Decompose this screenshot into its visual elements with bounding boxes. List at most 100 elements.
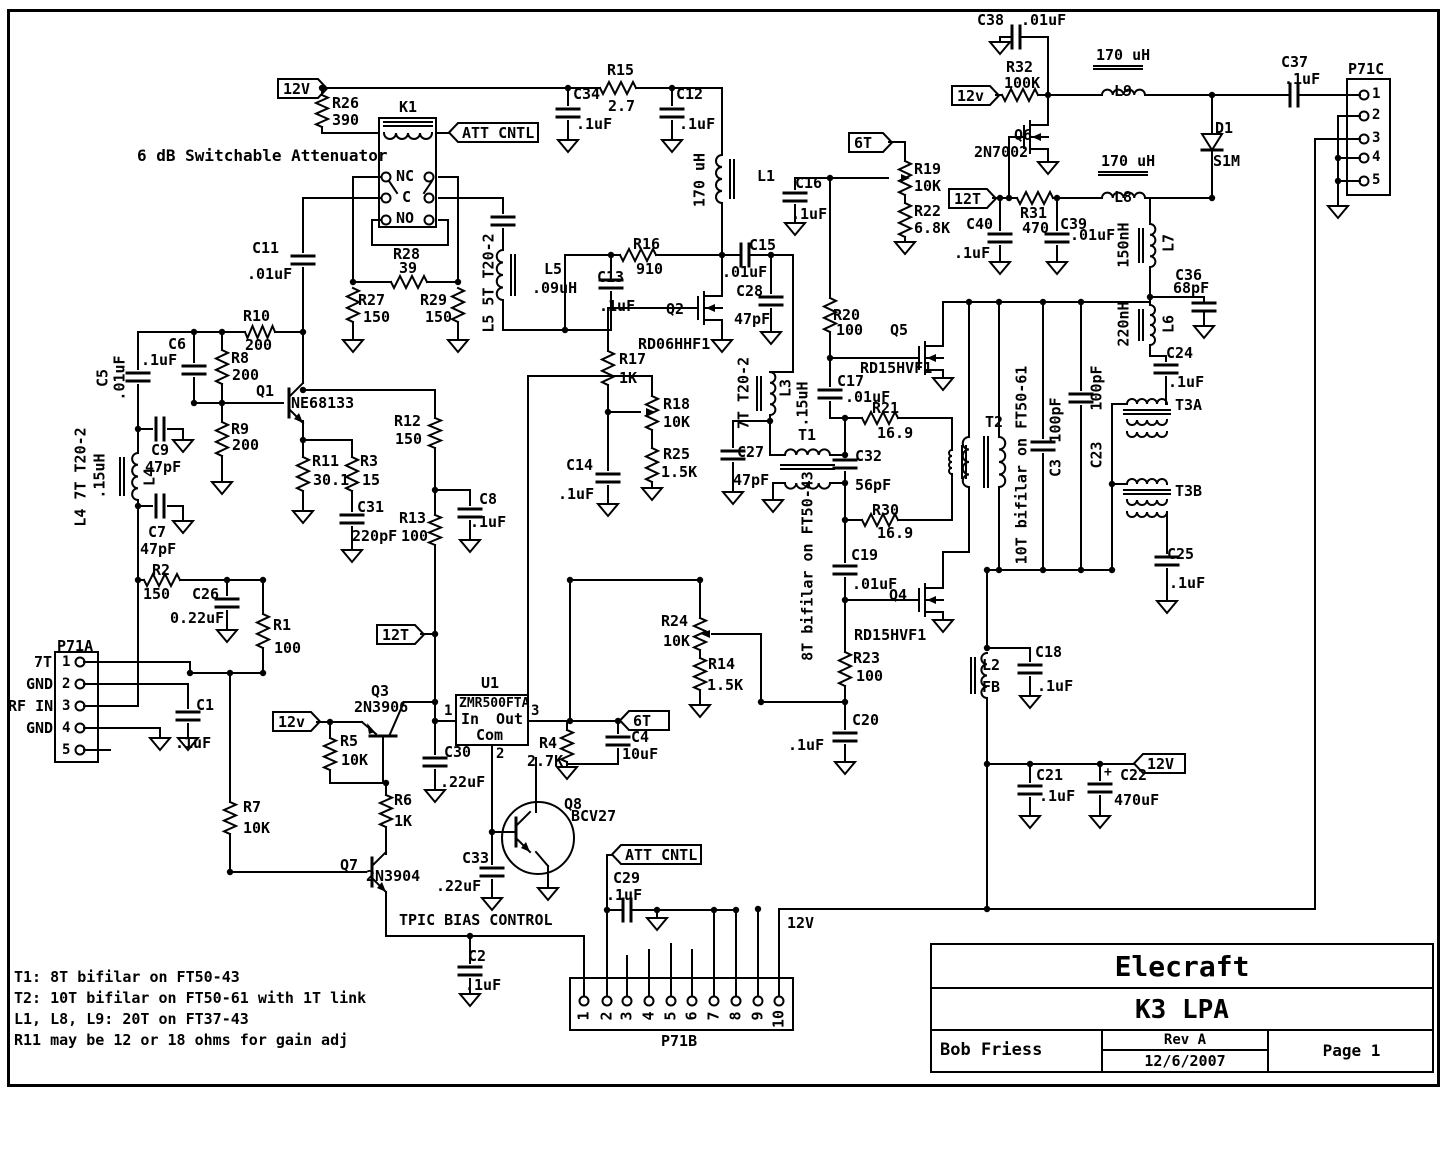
- component-label: C12: [676, 85, 704, 103]
- company-name: Elecraft: [932, 945, 1432, 989]
- component-label: RD15HVF1: [860, 359, 933, 377]
- component-label: RD15HVF1: [854, 626, 927, 644]
- component-label: R26: [332, 94, 360, 112]
- ground-symbol: [555, 139, 581, 154]
- wiper-arrow: [646, 408, 655, 416]
- ground-symbol: [760, 499, 786, 514]
- component-label: R12: [394, 412, 422, 430]
- component-label: R30: [872, 501, 900, 519]
- component-label: 10K: [341, 751, 369, 769]
- vertical-label: 6: [682, 1011, 701, 1021]
- component-label: R11: [312, 452, 340, 470]
- component-label: R23: [853, 649, 881, 667]
- component-label: .1uF: [470, 513, 507, 531]
- vertical-label: .15uH: [90, 453, 109, 499]
- ground-symbol: [290, 510, 316, 525]
- note-line: T2: 10T bifilar on FT50-61 with 1T link: [14, 989, 367, 1007]
- component-label: R16: [633, 235, 661, 253]
- junction-dot: [1108, 480, 1116, 488]
- component-label: 3: [1372, 130, 1381, 146]
- resistor-symbol: [1000, 86, 1040, 104]
- junction-dot: [431, 630, 439, 638]
- relay-contact: [380, 171, 392, 183]
- resistor-symbol: [896, 201, 914, 239]
- component-label: C20: [852, 711, 880, 729]
- component-label: 1: [444, 703, 453, 719]
- ground-symbol: [930, 377, 956, 392]
- connector-pin: [1358, 152, 1370, 164]
- net-flag-label: 12V: [1147, 755, 1174, 773]
- component-label: C36: [1175, 266, 1203, 284]
- junction-dot: [1039, 298, 1047, 306]
- component-label: R13: [399, 509, 427, 527]
- inductor-symbol: [783, 448, 832, 457]
- component-label: C11: [252, 239, 280, 257]
- ground-symbol: [1044, 261, 1070, 276]
- vertical-label: 100pF: [1046, 397, 1065, 443]
- connector-pin: [1358, 89, 1370, 101]
- component-label: R29: [420, 291, 448, 309]
- junction-dot: [326, 718, 334, 726]
- component-label: 4: [62, 720, 71, 736]
- net-flag-label: 12T: [382, 626, 409, 644]
- junction-dot: [382, 779, 390, 787]
- diode-symbol: [1200, 133, 1224, 152]
- component-label: NO: [396, 209, 415, 227]
- component-label: 10K: [663, 632, 691, 650]
- junction-dot: [1044, 91, 1052, 99]
- component-label: C29: [613, 869, 641, 887]
- ground-symbol: [457, 993, 483, 1008]
- component-label: .1uF: [954, 244, 991, 262]
- component-label: 1.5K: [707, 676, 744, 694]
- component-label: 47pF: [734, 310, 771, 328]
- component-label: R21: [872, 399, 900, 417]
- junction-dot: [754, 905, 762, 913]
- component-label: .1uF: [788, 736, 825, 754]
- ground-symbol: [639, 487, 665, 502]
- component-label: C13: [597, 268, 625, 286]
- junction-dot: [1005, 194, 1013, 202]
- component-label: R22: [914, 202, 942, 220]
- component-label: L2: [982, 656, 1001, 674]
- junction-dot: [223, 576, 231, 584]
- vertical-label: .15uH: [793, 381, 812, 427]
- component-label: +: [1104, 765, 1112, 780]
- component-label: C2: [468, 947, 487, 965]
- connector-pin: [74, 678, 86, 690]
- junction-dot: [607, 251, 615, 259]
- vertical-label: 2: [597, 1011, 616, 1021]
- inductor-symbol: [1125, 478, 1169, 486]
- component-label: R10: [243, 307, 271, 325]
- bjt-symbol: [287, 381, 305, 399]
- junction-dot: [431, 486, 439, 494]
- ground-symbol: [1087, 815, 1113, 830]
- mosfet-arrow: [1032, 133, 1041, 141]
- net-flag-label: 12V: [283, 80, 310, 98]
- net-flag: [610, 844, 702, 865]
- junction-dot: [841, 414, 849, 422]
- junction-dot: [454, 278, 462, 286]
- vertical-label: L5 5T T20-2: [479, 233, 498, 333]
- author-name: Bob Friess: [940, 1040, 1043, 1060]
- ground-symbol: [535, 887, 561, 902]
- inductor-symbol: [1125, 510, 1169, 518]
- junction-dot: [696, 576, 704, 584]
- inductor-symbol: [715, 153, 724, 205]
- ground-symbol: [1035, 161, 1061, 176]
- junction-dot: [190, 328, 198, 336]
- bjt-arrow: [367, 723, 375, 734]
- inductor-symbol: [131, 451, 140, 502]
- net-flag: [951, 85, 1001, 106]
- component-label: 0.22uF: [170, 609, 225, 627]
- resistor-symbol: [142, 571, 182, 589]
- component-label: 56pF: [855, 476, 892, 494]
- vertical-label: L4 7T T20-2: [71, 427, 90, 527]
- ground-symbol: [930, 619, 956, 634]
- relay-contact: [423, 214, 435, 226]
- component-label: 7T: [34, 653, 53, 671]
- component-label: C24: [1166, 344, 1194, 362]
- component-label: 2.7K: [527, 752, 564, 770]
- ground-symbol: [339, 549, 365, 564]
- relay-k1: [378, 117, 437, 228]
